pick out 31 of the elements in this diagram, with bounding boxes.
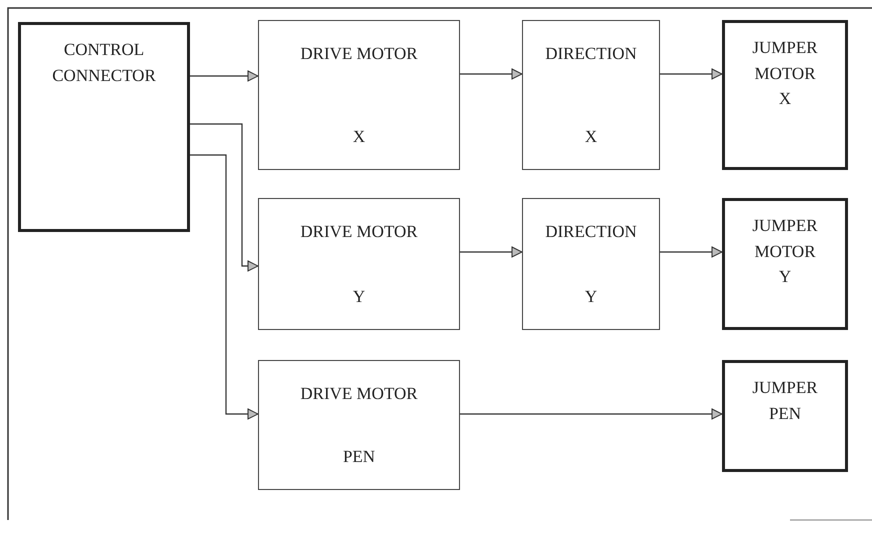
arrow — [660, 246, 722, 258]
block-label: X — [584, 126, 598, 148]
block-label: JUMPER PEN — [751, 377, 819, 424]
arrow — [190, 70, 258, 82]
block-label: DRIVE MOTOR — [299, 43, 419, 65]
block-label: DRIVE MOTOR — [299, 221, 419, 243]
block-box — [722, 360, 848, 472]
block-label: DRIVE MOTOR — [299, 383, 419, 405]
block-box — [18, 22, 190, 232]
block-label: CONTROL CONNECTOR — [51, 39, 157, 86]
block-label: X — [352, 126, 366, 148]
block-label: DIRECTION — [544, 43, 638, 65]
block-label: Y — [352, 286, 366, 308]
block-box — [258, 198, 460, 330]
block-box — [722, 198, 848, 330]
block-label: JUMPER MOTOR X — [751, 37, 819, 110]
block-box — [258, 360, 460, 490]
block-label: JUMPER MOTOR Y — [751, 215, 819, 288]
arrow — [190, 154, 258, 420]
arrow — [190, 123, 258, 272]
arrow — [460, 68, 522, 80]
block-box — [522, 198, 660, 330]
block-label: Y — [584, 286, 598, 308]
block-box — [522, 20, 660, 170]
block-box — [722, 20, 848, 170]
block-label: PEN — [342, 446, 376, 468]
arrow — [460, 408, 722, 420]
block-box — [258, 20, 460, 170]
arrow — [660, 68, 722, 80]
block-label: DIRECTION — [544, 221, 638, 243]
arrow — [460, 246, 522, 258]
